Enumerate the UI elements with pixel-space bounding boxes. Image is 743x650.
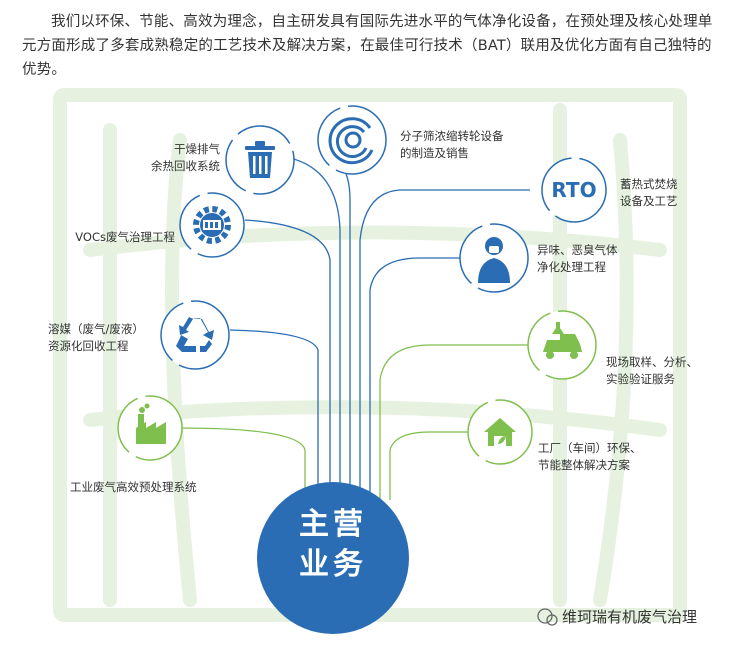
- hub-circle: [257, 482, 409, 634]
- rto-node: [541, 157, 607, 223]
- line-sampling: [379, 344, 528, 500]
- factory-node: [467, 399, 533, 465]
- label-vocs: VOCs废气治理工程: [75, 230, 175, 244]
- recycle-icon: [176, 317, 214, 352]
- watermark: 维珂瑞有机废气治理: [536, 606, 697, 627]
- green-house-icon: [484, 418, 516, 446]
- wechat-icon: [537, 608, 558, 626]
- rotor-icon: [328, 117, 374, 165]
- line-solvent: [229, 329, 319, 500]
- label-solvent: 溶媒（废气/废液）资源化回收工程: [48, 322, 144, 353]
- label-factory: 工厂（车间）环保、节能整体解决方案: [538, 441, 642, 472]
- lab-van-icon: [543, 322, 582, 359]
- line-rto: [359, 189, 530, 500]
- line-odor: [369, 257, 460, 500]
- rto-badge: RTO: [551, 178, 597, 202]
- line-vocs: [244, 219, 331, 500]
- pretreat-node: [117, 395, 183, 461]
- hub-label: 主营 业务: [299, 507, 367, 582]
- line-dryer: [289, 157, 341, 500]
- intro-paragraph: 我们以环保、节能、高效为理念，自主研发具有国际先进水平的气体净化设备，在预处理及…: [22, 14, 713, 78]
- label-zeolite: 分子筛浓缩转轮设备的制造及销售: [400, 129, 504, 160]
- watermark-text: 维珂瑞有机废气治理: [562, 608, 698, 626]
- factory-icon: [136, 403, 166, 444]
- trash-icon: [245, 141, 275, 178]
- gear-icon: [193, 206, 231, 244]
- label-pretreat: 工业废气高效预处理系统: [70, 480, 197, 494]
- zeolite-node: [317, 105, 387, 175]
- solvent-node: [160, 300, 230, 370]
- label-odor: 异味、恶臭气体净化处理工程: [537, 243, 618, 274]
- line-factory: [389, 431, 468, 500]
- line-pretreat: [179, 427, 306, 500]
- label-dryer: 干燥排气余热回收系统: [151, 142, 220, 173]
- sampling-node: [527, 310, 597, 380]
- label-rto: 蓄热式焚烧设备及工艺: [620, 177, 678, 208]
- dryer-node: [225, 125, 295, 195]
- gas-mask-person-icon: [478, 237, 510, 283]
- vocs-node: [179, 192, 245, 258]
- odor-node: [459, 223, 529, 293]
- label-sampling: 现场取样、分析、实验验证服务: [606, 355, 698, 386]
